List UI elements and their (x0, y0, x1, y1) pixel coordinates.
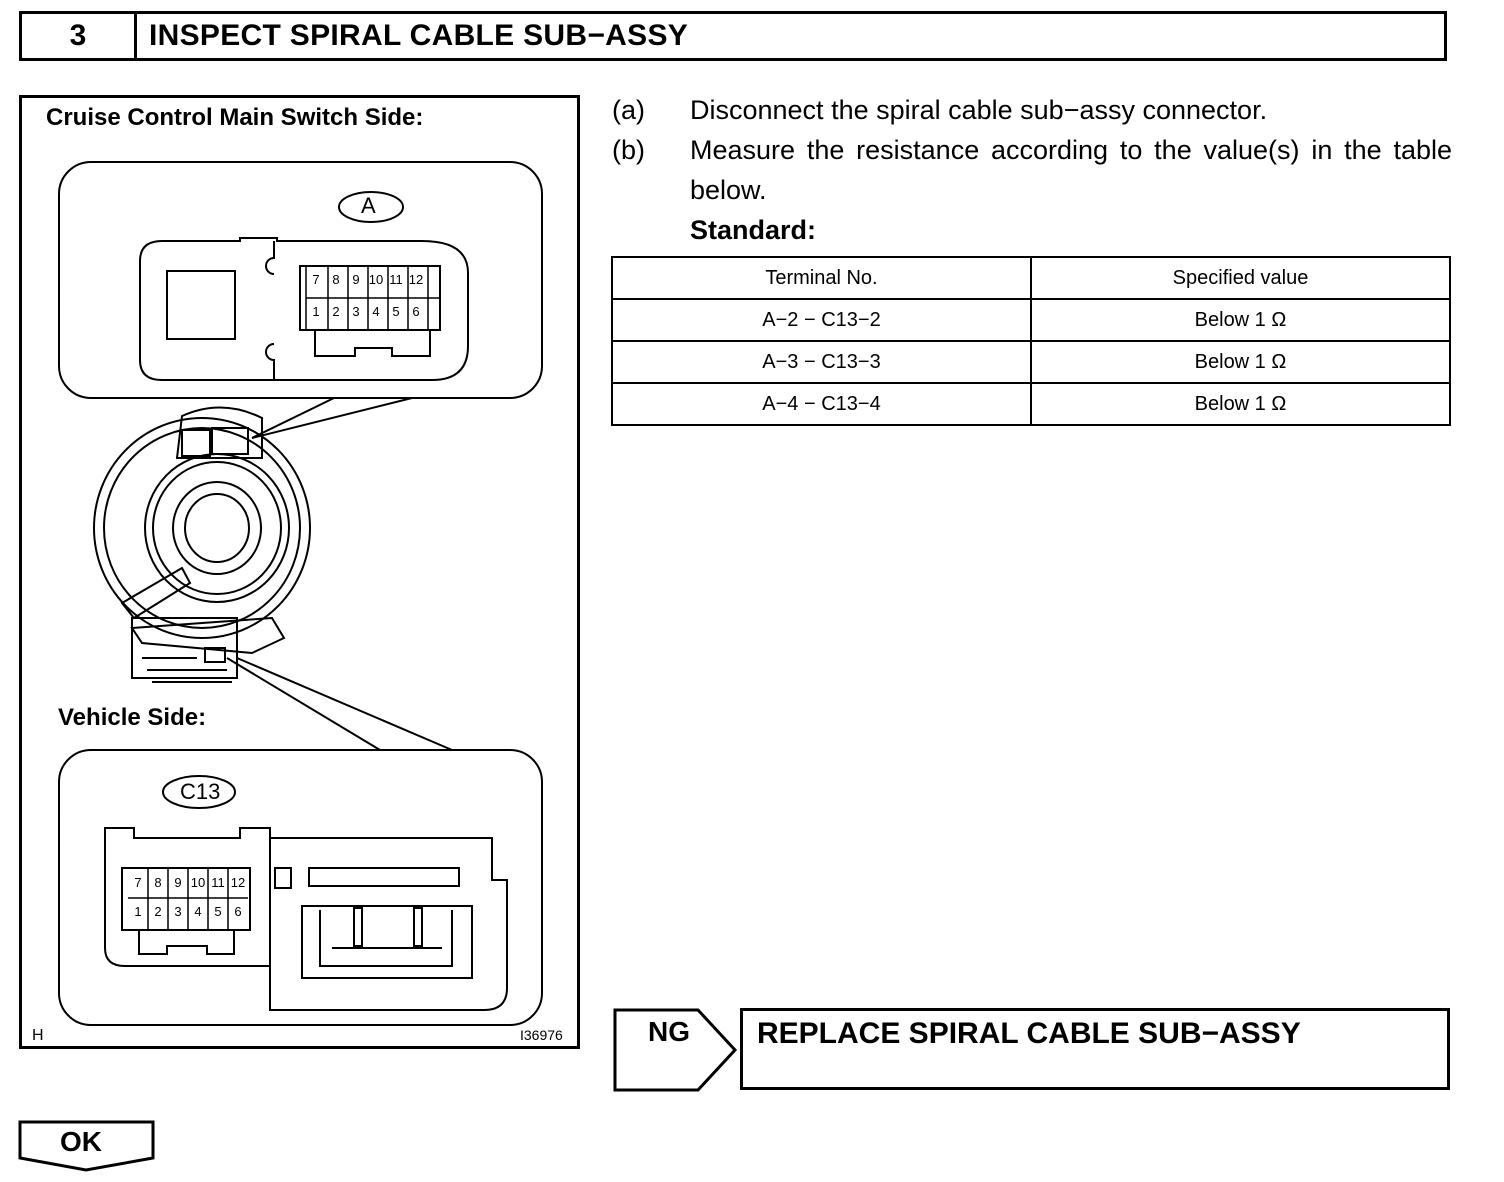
instruction-step-b: (b) Measure the resistance according to … (612, 130, 1452, 210)
step-title: INSPECT SPIRAL CABLE SUB−ASSY (149, 19, 689, 52)
spiral-cable-connector-a-socket (175, 406, 263, 459)
pin-label: 7 (134, 875, 142, 890)
connector-illustration: Cruise Control Main Switch Side: Vehicle… (19, 95, 580, 1049)
ng-label: NG (648, 1016, 690, 1047)
connector-c13-bottom-row: 1 2 3 4 5 6 (128, 904, 248, 919)
connector-c13-mating-body (269, 837, 508, 1011)
pin-label: 2 (332, 304, 340, 319)
connector-a-bottom-row: 1 2 3 4 5 6 (306, 304, 426, 319)
step-b-text: Measure the resistance according to the … (690, 135, 1452, 205)
terminal-cell: A−4 − C13−4 (611, 382, 1032, 426)
connector-a-id: A (361, 193, 376, 218)
connector-a-latch (166, 270, 236, 340)
ng-arrow-icon (613, 1008, 738, 1092)
lower-callout-label: Vehicle Side: (58, 704, 207, 731)
pin-label: 3 (174, 904, 182, 919)
connector-c13-housing (104, 827, 271, 967)
figure-corner-code: H (32, 1027, 44, 1044)
step-b-mark: (b) (612, 135, 645, 165)
ok-branch-marker: OK (18, 1120, 156, 1177)
pin-label: 2 (154, 904, 162, 919)
connector-c13-id: C13 (180, 779, 221, 804)
pin-label: 9 (174, 875, 182, 890)
figure-id: I36976 (520, 1027, 563, 1043)
pin-label: 11 (389, 272, 403, 287)
column-header: Specified value (1030, 256, 1451, 300)
step-header: 3 INSPECT SPIRAL CABLE SUB−ASSY (19, 11, 1447, 61)
pin-label: 11 (211, 875, 225, 890)
upper-callout-label: Cruise Control Main Switch Side: (46, 104, 424, 131)
connector-c13-top-row: 7 8 9 10 11 12 (128, 875, 248, 890)
table-row: A−2 − C13−2 Below 1 Ω (611, 298, 1451, 342)
pin-label: 10 (368, 272, 384, 287)
pin-label: 8 (154, 875, 162, 890)
spiral-cable-connector-c13-socket (131, 617, 238, 679)
terminal-cell: A−3 − C13−3 (611, 340, 1032, 384)
pin-label: 9 (352, 272, 360, 287)
connector-a-id-oval (338, 191, 404, 223)
pin-label: 3 (352, 304, 360, 319)
resistance-spec-table: Terminal No. Specified value A−2 − C13−2… (611, 256, 1451, 426)
step-a-text: Disconnect the spiral cable sub−assy con… (690, 95, 1268, 125)
pin-label: 1 (312, 304, 320, 319)
table-row: A−4 − C13−4 Below 1 Ω (611, 382, 1451, 426)
pin-label: 12 (230, 875, 246, 890)
ng-branch-marker: NG (613, 1008, 738, 1097)
standard-label: Standard: (690, 215, 817, 245)
connector-c13-terminal-block (121, 867, 251, 931)
value-cell: Below 1 Ω (1030, 382, 1451, 426)
pin-label: 4 (372, 304, 380, 319)
upper-callout-box (58, 161, 543, 399)
column-header: Terminal No. (611, 256, 1032, 300)
pin-label: 5 (214, 904, 222, 919)
value-cell: Below 1 Ω (1030, 340, 1451, 384)
table-header-row: Terminal No. Specified value (611, 256, 1451, 300)
ok-label: OK (60, 1126, 102, 1157)
terminal-cell: A−2 − C13−2 (611, 298, 1032, 342)
pin-label: 4 (194, 904, 202, 919)
pin-label: 10 (190, 875, 206, 890)
connector-c13-id-oval (162, 775, 236, 809)
pin-label: 7 (312, 272, 320, 287)
connector-a-housing (139, 237, 469, 381)
pin-label: 8 (332, 272, 340, 287)
pin-label: 5 (392, 304, 400, 319)
table-row: A−3 − C13−3 Below 1 Ω (611, 340, 1451, 384)
step-number: 3 (22, 14, 137, 58)
step-a-mark: (a) (612, 95, 645, 125)
lower-callout-box (58, 749, 543, 1026)
pin-label: 12 (408, 272, 424, 287)
connector-a-terminal-grid (128, 266, 440, 930)
ok-arrow-icon (18, 1120, 155, 1172)
instruction-step-a: (a) Disconnect the spiral cable sub−assy… (612, 90, 1452, 130)
pin-label: 1 (134, 904, 142, 919)
connector-a-top-row: 7 8 9 10 11 12 (306, 272, 426, 287)
pin-label: 6 (412, 304, 420, 319)
pin-label: 6 (234, 904, 242, 919)
ng-action-box: REPLACE SPIRAL CABLE SUB−ASSY (740, 1008, 1450, 1090)
spiral-cable-body (93, 417, 311, 639)
value-cell: Below 1 Ω (1030, 298, 1451, 342)
instruction-list: (a) Disconnect the spiral cable sub−assy… (612, 90, 1452, 250)
connector-drawing (58, 161, 543, 1026)
